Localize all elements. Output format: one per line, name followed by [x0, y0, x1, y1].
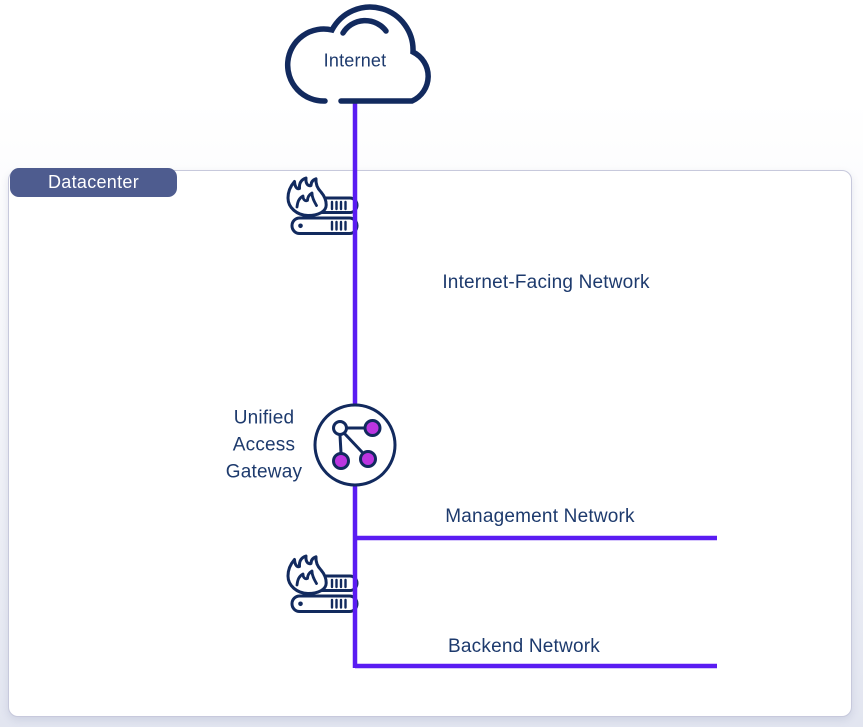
firewall-flame-servers-icon — [286, 554, 359, 613]
uag-node-white — [332, 420, 348, 436]
datacenter-box — [8, 170, 852, 717]
gateway-label-line-3: Gateway — [225, 461, 303, 483]
uag-network-nodes-icon — [313, 403, 397, 487]
datacenter-badge-label: Datacenter — [47, 172, 140, 192]
backend-network-label: Backend Network — [448, 636, 600, 657]
internet-label: Internet — [323, 50, 387, 71]
datacenter-badge: Datacenter — [10, 168, 177, 197]
internet-cloud-icon — [284, 4, 431, 104]
uag-node-purple-1 — [363, 419, 382, 437]
gateway-label-line-2: Access — [232, 434, 296, 456]
management-network-label: Management Network — [445, 506, 635, 527]
gateway-label-line-1: Unified — [233, 407, 295, 429]
firewall-flame-servers-icon — [286, 176, 359, 235]
network-connection-lines — [352, 103, 717, 669]
internet-facing-network-label: Internet-Facing Network — [442, 272, 650, 293]
unified-access-gateway-label: Unified Access Gateway — [209, 405, 319, 486]
uag-node-purple-2 — [359, 450, 377, 468]
uag-node-purple-3 — [332, 452, 350, 470]
